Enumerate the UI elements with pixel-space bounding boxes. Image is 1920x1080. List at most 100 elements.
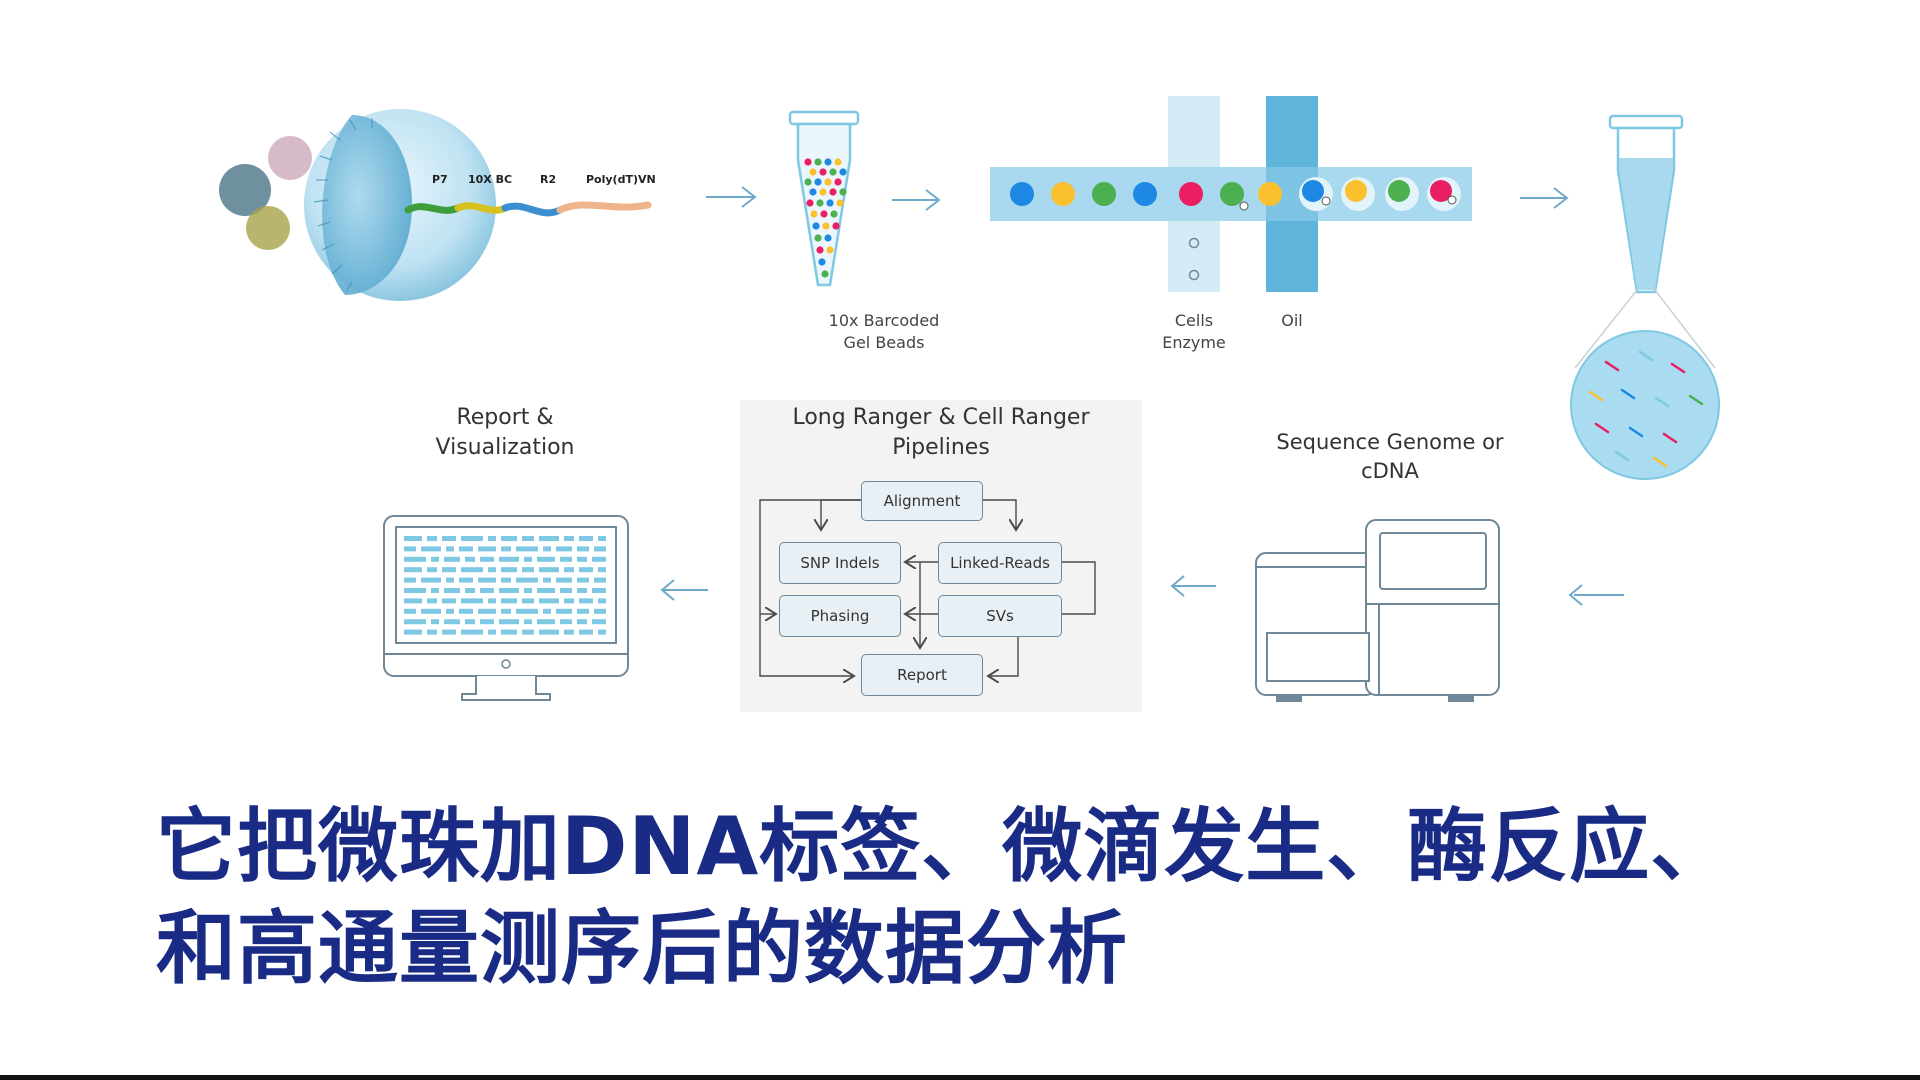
tube-beads: [804, 158, 847, 278]
screen-data-dash: [459, 577, 473, 583]
screen-data-dash: [537, 619, 555, 625]
screen-data-dash: [442, 536, 456, 541]
screen-data-dash: [598, 598, 606, 604]
cells-enzyme-label: Cells Enzyme: [1144, 310, 1244, 354]
caption-line-1: 它把微珠加DNA标签、微滴发生、酶反应、: [156, 800, 1732, 893]
screen-data-dash: [404, 567, 422, 573]
screen-data-dash: [594, 577, 606, 583]
screen-data-dash: [577, 619, 587, 625]
arrow-1-head: [741, 186, 757, 208]
screen-data-dash: [499, 588, 519, 593]
screen-data-dash: [480, 556, 494, 562]
report-box: Report: [861, 654, 983, 696]
screen-data-dash: [461, 629, 483, 635]
microfluidic-chip: [990, 96, 1472, 292]
screen-data-dash: [404, 556, 426, 562]
screen-data-dash: [446, 577, 454, 583]
screen-data-dash: [404, 608, 416, 614]
report-label-line1: Report &: [456, 405, 554, 430]
screen-data-dash: [427, 598, 437, 604]
sequencer-label-line2: cDNA: [1361, 458, 1419, 483]
screen-data-dash: [431, 619, 439, 625]
screen-data-dash: [516, 608, 538, 614]
svs-box: SVs: [938, 595, 1062, 637]
screen-data-dash: [446, 546, 454, 552]
gel-bead-fibers: [313, 118, 373, 293]
screen-data-dash: [579, 567, 593, 573]
screen-data-dash: [444, 556, 460, 562]
gel-beads-label-line1: 10x Barcoded: [828, 311, 940, 330]
screen-data-dash: [577, 556, 587, 562]
screen-data-dash: [427, 629, 437, 635]
screen-data-dash: [592, 588, 606, 593]
magnified-droplet: [1570, 330, 1720, 480]
small-bead-pink: [268, 136, 312, 180]
arrow-4-head: [1568, 584, 1583, 606]
bottom-border: [0, 1075, 1920, 1080]
oligo-polyt-segment: [556, 201, 652, 214]
screen-data-dash: [577, 588, 587, 593]
cells-label: Cells: [1174, 311, 1214, 330]
screen-data-dash: [488, 567, 496, 573]
screen-data-dash: [421, 608, 441, 614]
screen-data-dash: [579, 598, 593, 604]
label-r2: R2: [540, 173, 557, 186]
screen-data-dash: [478, 546, 496, 552]
screen-data-dash: [556, 546, 572, 552]
oligo-p7-segment: [404, 203, 462, 214]
screen-data-dash: [594, 608, 606, 614]
monitor-stand: [461, 676, 551, 701]
screen-data-dash: [446, 608, 454, 614]
sequencer-screen: [1379, 532, 1487, 590]
screen-data-dash: [431, 556, 439, 562]
label-10x-bc: 10X BC: [468, 173, 513, 186]
screen-data-dash: [560, 556, 572, 562]
screen-data-dash: [478, 608, 496, 614]
screen-data-dash: [442, 629, 456, 635]
screen-data-dash: [404, 598, 422, 604]
screen-data-dash: [598, 629, 606, 635]
screen-data-dash: [579, 536, 593, 541]
phasing-box: Phasing: [779, 595, 901, 637]
gel-bead-tube: [788, 110, 860, 287]
screen-data-dash: [488, 629, 496, 635]
alignment-box: Alignment: [861, 481, 983, 521]
oligo-r2-segment: [501, 202, 564, 217]
screen-data-dash: [560, 619, 572, 625]
caption-line-2: 和高通量测序后的数据分析: [156, 902, 1128, 995]
screen-data-dash: [543, 546, 551, 552]
screen-data-dash: [488, 598, 496, 604]
screen-data-dash: [461, 598, 483, 604]
screen-data-dash: [537, 556, 555, 562]
screen-data-dash: [461, 536, 483, 541]
screen-data-dash: [556, 577, 572, 583]
arrow-3-head: [1553, 187, 1569, 209]
pipeline-title-line1: Long Ranger & Cell Ranger: [792, 405, 1090, 430]
sequencer-label-line1: Sequence Genome or: [1276, 430, 1504, 454]
screen-data-dash: [404, 577, 416, 583]
sequencer-label: Sequence Genome or cDNA: [1240, 428, 1540, 486]
screen-data-dash: [539, 536, 559, 541]
small-bead-olive: [246, 206, 290, 250]
tube-cap: [788, 110, 860, 126]
screen-data-dash: [488, 536, 496, 541]
screen-data-dash: [592, 556, 606, 562]
screen-data-dash: [404, 536, 422, 541]
pipeline-connectors: [759, 499, 1096, 676]
droplet-fragments: [1588, 350, 1704, 468]
label-polydt: Poly(dT)VN: [586, 173, 656, 186]
pipeline-title: Long Ranger & Cell Ranger Pipelines: [756, 403, 1126, 464]
screen-data-dash: [522, 629, 534, 635]
screen-data-dash: [501, 577, 511, 583]
screen-data-dash: [598, 536, 606, 541]
enzyme-label: Enzyme: [1162, 333, 1226, 353]
sequencer-instrument: [1255, 519, 1500, 702]
screen-data-dash: [427, 567, 437, 573]
oil-label: Oil: [1281, 311, 1303, 330]
screen-data-dash: [564, 567, 574, 573]
screen-data-dash: [516, 577, 538, 583]
screen-data-dash: [480, 619, 494, 625]
screen-data-dash: [501, 598, 517, 604]
screen-data-dash: [522, 567, 534, 573]
